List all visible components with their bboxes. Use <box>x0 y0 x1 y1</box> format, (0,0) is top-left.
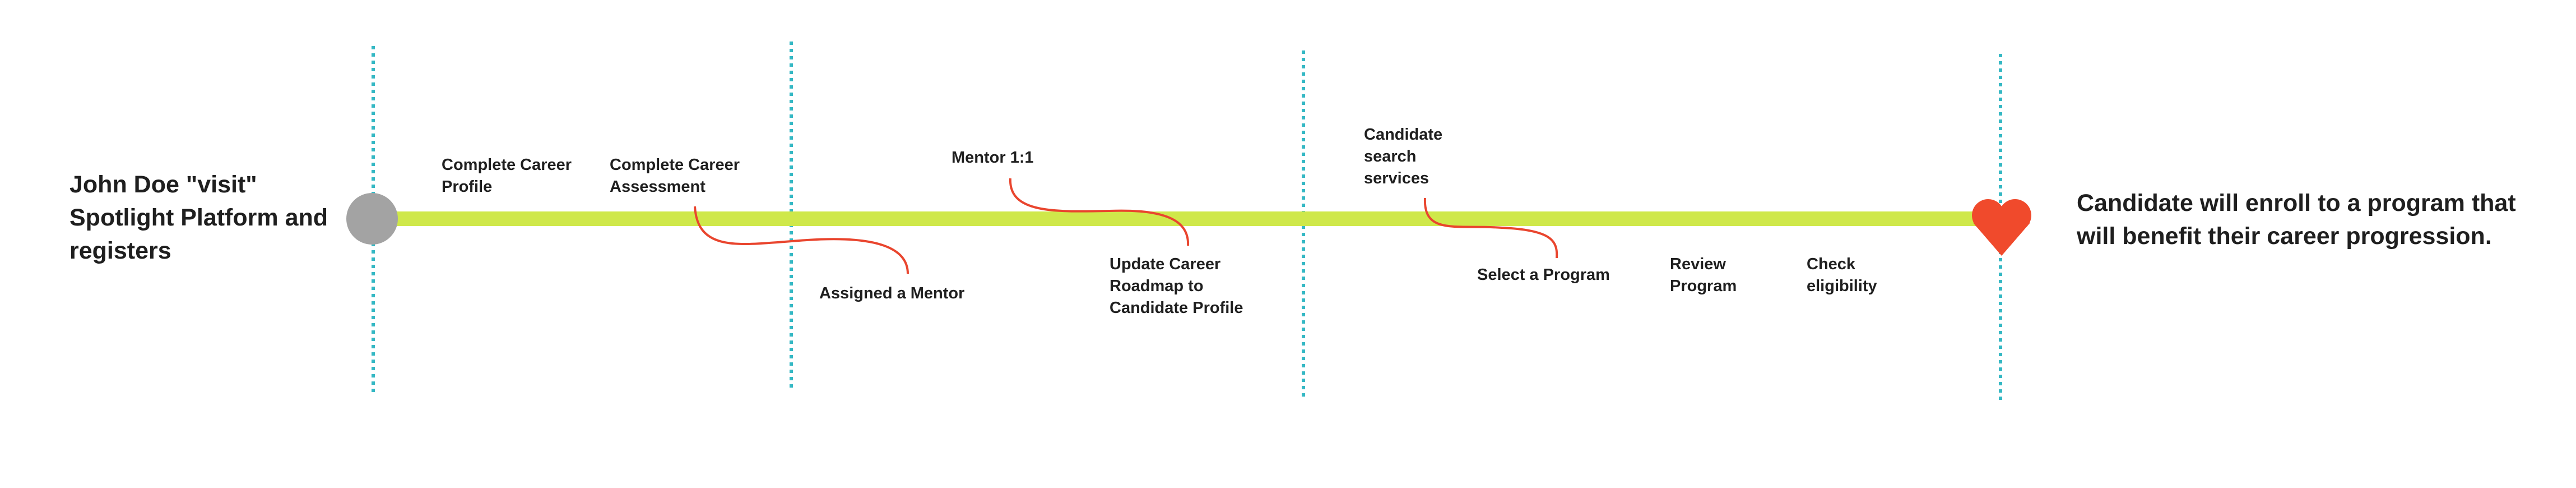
step-check-eligibility: Check eligibility <box>1807 255 1877 295</box>
step-review-program: Review Program <box>1670 255 1737 295</box>
step-update-career-roadmap: Update Career Roadmap to Candidate Profi… <box>1110 255 1243 317</box>
connector-assessment-mentor <box>694 206 909 274</box>
start-node <box>346 193 398 245</box>
connector-search-select <box>1423 197 1558 259</box>
step-select-a-program: Select a Program <box>1477 266 1610 284</box>
step-mentor-1-1: Mentor 1:1 <box>952 149 1034 167</box>
step-assigned-a-mentor: Assigned a Mentor <box>819 284 965 302</box>
connector-mentor-roadmap <box>1009 178 1190 246</box>
heart-icon <box>1972 199 2031 256</box>
step-candidate-search-services: Candidate search services <box>1364 126 1443 187</box>
start-label: John Doe "visit" Spotlight Platform and … <box>69 171 328 264</box>
step-complete-career-assessment: Complete Career Assessment <box>610 156 740 196</box>
step-complete-career-profile: Complete Career Profile <box>442 156 572 196</box>
end-label: Candidate will enroll to a program that … <box>2077 190 2516 250</box>
